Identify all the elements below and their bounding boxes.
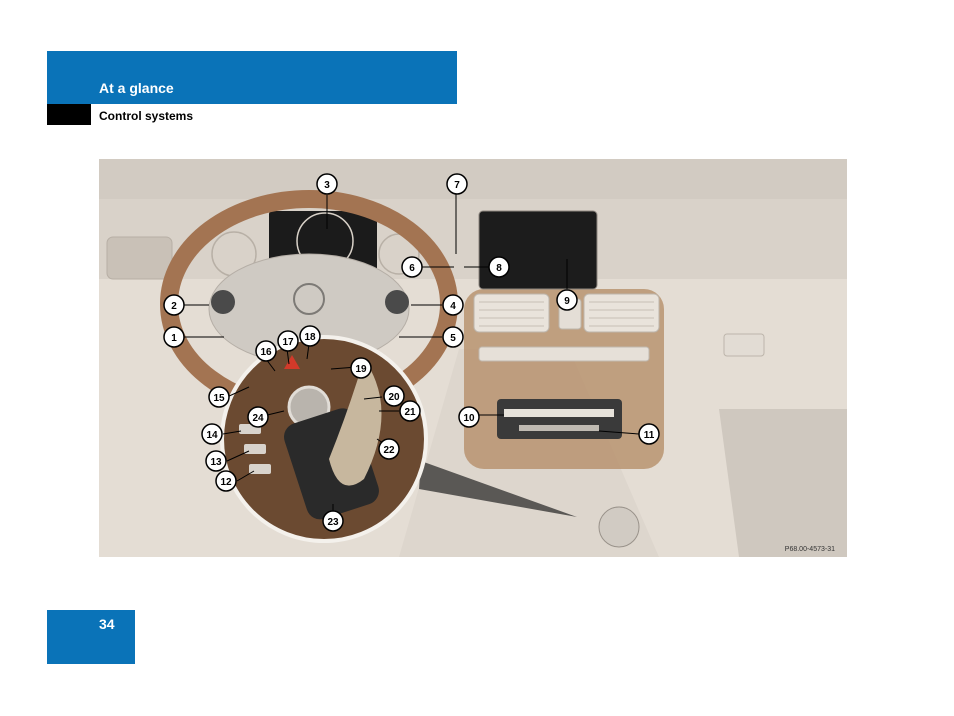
audio-buttons bbox=[504, 409, 614, 417]
passenger-floor bbox=[719, 409, 847, 557]
magnifier-pointer bbox=[419, 461, 577, 517]
callout-1: 1 bbox=[163, 326, 185, 348]
callout-14: 14 bbox=[201, 423, 223, 445]
callout-17: 17 bbox=[277, 330, 299, 352]
center-vent-left bbox=[473, 293, 550, 333]
button-strip bbox=[478, 346, 650, 362]
right-wheel-buttons bbox=[385, 290, 409, 314]
callout-11: 11 bbox=[638, 423, 660, 445]
svg-text:12: 12 bbox=[220, 477, 232, 488]
dashboard-drawing bbox=[99, 159, 847, 557]
svg-text:5: 5 bbox=[450, 333, 456, 344]
windshield-area bbox=[99, 159, 847, 199]
svg-text:19: 19 bbox=[355, 364, 367, 375]
svg-text:23: 23 bbox=[327, 517, 339, 528]
svg-text:9: 9 bbox=[564, 296, 570, 307]
svg-text:22: 22 bbox=[383, 445, 395, 456]
callout-6: 6 bbox=[401, 256, 423, 278]
glovebox-latch bbox=[723, 333, 765, 357]
svg-text:8: 8 bbox=[496, 263, 502, 274]
figure-reference: P68.00-4573-31 bbox=[784, 546, 835, 553]
inset-hand bbox=[329, 359, 382, 486]
svg-text:1: 1 bbox=[171, 333, 177, 344]
header-black-tab bbox=[47, 104, 91, 125]
svg-text:4: 4 bbox=[450, 301, 456, 312]
callout-18: 18 bbox=[299, 325, 321, 347]
svg-text:2: 2 bbox=[171, 301, 177, 312]
callout-24: 24 bbox=[247, 406, 269, 428]
svg-text:18: 18 bbox=[304, 332, 316, 343]
callout-10: 10 bbox=[458, 406, 480, 428]
section-title: At a glance bbox=[99, 80, 174, 96]
vent-slats bbox=[479, 301, 654, 327]
callout-8: 8 bbox=[488, 256, 510, 278]
hazard-switch bbox=[284, 355, 300, 369]
subsection-title: Control systems bbox=[99, 109, 194, 123]
svg-text:14: 14 bbox=[206, 430, 218, 441]
center-vent-right bbox=[583, 293, 660, 333]
svg-text:11: 11 bbox=[644, 430, 655, 441]
callout-9: 9 bbox=[556, 289, 578, 311]
callout-3: 3 bbox=[316, 173, 338, 195]
svg-text:13: 13 bbox=[210, 457, 222, 468]
svg-text:21: 21 bbox=[404, 407, 416, 418]
svg-text:15: 15 bbox=[213, 393, 225, 404]
svg-text:7: 7 bbox=[454, 180, 460, 191]
svg-text:3: 3 bbox=[324, 180, 330, 191]
cd-slot bbox=[519, 425, 599, 431]
callout-21: 21 bbox=[399, 400, 421, 422]
svg-text:16: 16 bbox=[260, 347, 272, 358]
callout-16: 16 bbox=[255, 340, 277, 362]
dashboard-illustration: 1 2 3 4 5 6 7 8 9 10 11 12 13 14 15 16 1… bbox=[99, 159, 847, 557]
header-band bbox=[47, 51, 457, 104]
callout-7: 7 bbox=[446, 173, 468, 195]
callout-15: 15 bbox=[208, 386, 230, 408]
callout-4: 4 bbox=[442, 294, 464, 316]
controller-knob bbox=[598, 506, 640, 548]
callout-markers: 1 2 3 4 5 6 7 8 9 10 11 12 13 14 15 16 1… bbox=[163, 173, 660, 532]
svg-text:24: 24 bbox=[252, 413, 264, 424]
svg-text:17: 17 bbox=[282, 337, 294, 348]
left-wheel-buttons bbox=[211, 290, 235, 314]
svg-text:10: 10 bbox=[463, 413, 475, 424]
inset-button-12 bbox=[249, 464, 271, 474]
star-logo bbox=[293, 283, 325, 315]
callout-20: 20 bbox=[383, 385, 405, 407]
svg-text:20: 20 bbox=[388, 392, 400, 403]
callout-23: 23 bbox=[322, 510, 344, 532]
callout-19: 19 bbox=[350, 357, 372, 379]
callout-13: 13 bbox=[205, 450, 227, 472]
svg-text:6: 6 bbox=[409, 263, 415, 274]
left-vent bbox=[106, 236, 173, 280]
page-number-box bbox=[47, 610, 135, 664]
callout-5: 5 bbox=[442, 326, 464, 348]
page-number: 34 bbox=[99, 616, 115, 632]
callout-lines bbox=[184, 193, 640, 517]
callout-2: 2 bbox=[163, 294, 185, 316]
callout-22: 22 bbox=[378, 438, 400, 460]
callout-12: 12 bbox=[215, 470, 237, 492]
inset-button-13 bbox=[244, 444, 266, 454]
